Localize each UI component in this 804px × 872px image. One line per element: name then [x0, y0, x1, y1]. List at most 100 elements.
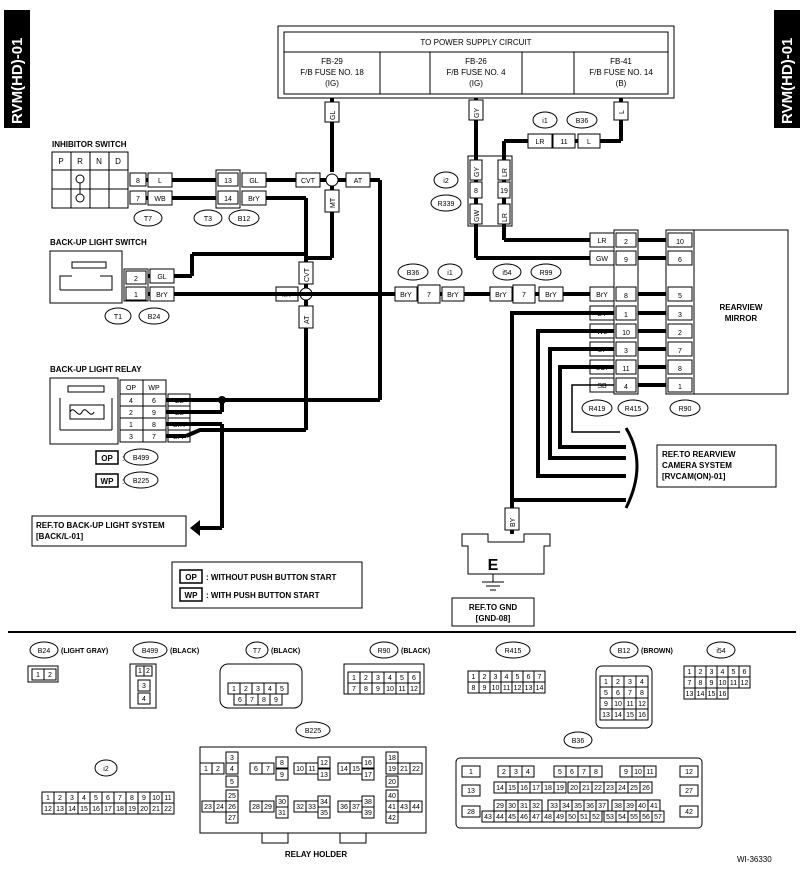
- t3-b12-connector: 13 14 GL BrY T3 B12: [193, 169, 267, 227]
- mid1-left: BrY: [400, 292, 412, 299]
- connector-desc: (BROWN): [641, 648, 673, 655]
- wp-colon: :: [122, 477, 124, 486]
- connector-pin: 2: [146, 668, 150, 675]
- connector-pin: 8: [640, 690, 644, 697]
- connector-pin: 14: [340, 766, 348, 773]
- connector-pin: 35: [574, 803, 582, 810]
- power-title: TO POWER SUPPLY CIRCUIT: [420, 38, 531, 47]
- connector-pin: 16: [638, 712, 646, 719]
- i2-top-gy: GY: [474, 167, 481, 177]
- connector-pin: 2: [364, 675, 368, 682]
- connector-pin: 54: [618, 814, 626, 821]
- i1-top-l: L: [587, 139, 591, 146]
- connector-pin: 13: [320, 772, 328, 779]
- mirror-wire-color: SB: [597, 383, 607, 390]
- connector-pin: 16: [92, 806, 100, 813]
- connector-pin: 11: [646, 769, 653, 776]
- connector-pin: 39: [626, 803, 634, 810]
- page-code-right: RVM(HD)-01: [779, 38, 796, 124]
- junction-mt: MT: [330, 197, 337, 208]
- connector-pin: 7: [688, 680, 692, 687]
- relay-pin-wp: 9: [152, 410, 156, 417]
- relay-holder-label: RELAY HOLDER: [285, 850, 347, 859]
- mirror-pin-a: 9: [624, 257, 628, 264]
- connector-pin: 24: [618, 785, 626, 792]
- connector-pin: 44: [412, 804, 420, 811]
- legend-op-text: : WITHOUT PUSH BUTTON START: [206, 573, 336, 582]
- mid2-right: BrY: [545, 292, 557, 299]
- connector-pin: 14: [536, 685, 544, 692]
- connector-pin: 47: [532, 814, 540, 821]
- connector-pin: 28: [467, 809, 475, 816]
- connector-pin: 10: [634, 769, 642, 776]
- mirror-title-2: MIRROR: [725, 314, 758, 323]
- connector-pin: 4: [640, 679, 644, 686]
- mirror-pin-b: 7: [678, 348, 682, 355]
- connector-pin: 11: [503, 685, 510, 692]
- connector-pin: 3: [376, 675, 380, 682]
- connector-pin: 8: [262, 697, 266, 704]
- connector-pin: 41: [388, 804, 396, 811]
- connector-pin: 1: [138, 668, 142, 675]
- bry-main-line: B36 i1 BrY 7 BrY i54 R99 BrY 7 BrY: [306, 263, 614, 304]
- connector-pin: 6: [106, 795, 110, 802]
- mirror-title: REARVIEW: [720, 303, 763, 312]
- connector-pin: 2: [48, 672, 52, 679]
- connector-pin: 32: [532, 803, 540, 810]
- connector-pin: 19: [556, 785, 564, 792]
- connector-pin: 31: [278, 810, 286, 817]
- connector-pin: 6: [254, 766, 258, 773]
- connector-pin: 37: [352, 804, 360, 811]
- relay-pin-wp: 6: [152, 398, 156, 405]
- connector-pin: 13: [686, 691, 694, 698]
- connector-pin: 8: [130, 795, 134, 802]
- fuse-id-2: FB-26: [465, 57, 487, 66]
- connector-pin: 15: [626, 712, 634, 719]
- connector-pin: 2: [216, 766, 220, 773]
- mirror-pin-b: 3: [678, 312, 682, 319]
- connector-pin: 18: [544, 785, 552, 792]
- connector-pin: 10: [614, 701, 622, 708]
- legend: OP : WITHOUT PUSH BUTTON START WP : WITH…: [171, 561, 363, 609]
- connector-pin: 6: [743, 669, 747, 676]
- connector-id: T7: [253, 648, 261, 655]
- connector-pin: 3: [514, 769, 518, 776]
- mirror-pin-a: 11: [622, 366, 629, 373]
- connector-pin: 23: [606, 785, 614, 792]
- connector-pin: 35: [320, 810, 328, 817]
- connector-pin: 14: [697, 691, 705, 698]
- junction-at-2: AT: [304, 315, 311, 324]
- connector-pin: 38: [614, 803, 622, 810]
- mirror-pin-b: 10: [676, 239, 684, 246]
- connector-pin: 50: [568, 814, 576, 821]
- backup-light-switch: BACK-UP LIGHT SWITCH 2 1 GL BrY T1 B24: [49, 238, 306, 325]
- wire-label-gy: GY: [474, 108, 481, 118]
- connector-pin: 16: [520, 785, 528, 792]
- mirror-wire-color: LR: [598, 238, 607, 245]
- connector-pin: 22: [164, 806, 172, 813]
- page-code-badge-left: [4, 10, 30, 128]
- gnd-ref-2: [GND-08]: [476, 614, 511, 623]
- connector-pin: 2: [699, 669, 703, 676]
- connector-pin: 34: [320, 799, 328, 806]
- connector-id: B12: [618, 648, 631, 655]
- mid2-pin: 7: [522, 292, 526, 299]
- wire-label-gl: GL: [330, 111, 337, 120]
- mirror-pin-a: 8: [624, 293, 628, 300]
- connector-desc: (BLACK): [170, 648, 199, 655]
- connector-pin: 12: [741, 680, 749, 687]
- wire-label-l: L: [619, 110, 626, 114]
- connector-pin: 44: [496, 814, 504, 821]
- legend-wp-text: : WITH PUSH BUTTON START: [206, 591, 320, 600]
- ground-wire-by: BY: [510, 517, 517, 527]
- backup-switch-wire-bry: BrY: [156, 292, 168, 299]
- page-code-badge-right: [774, 10, 800, 128]
- connector-pin: 14: [614, 712, 622, 719]
- connector-pin: 56: [642, 814, 650, 821]
- mirror-pin-a: 4: [624, 384, 628, 391]
- connector-pin: 20: [570, 785, 578, 792]
- fuse-circuit-2: (IG): [469, 79, 483, 88]
- junction-cvt: CVT: [301, 178, 316, 185]
- connector-pin: 21: [400, 766, 408, 773]
